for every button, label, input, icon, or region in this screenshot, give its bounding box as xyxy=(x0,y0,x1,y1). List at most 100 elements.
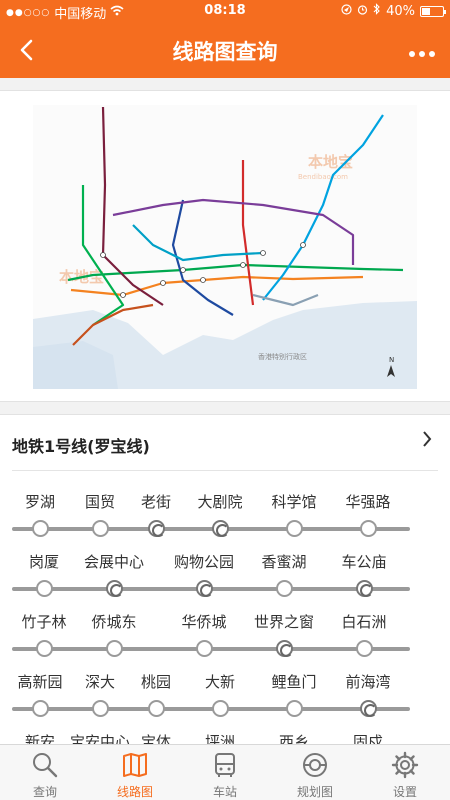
carrier-label: 中国移动 xyxy=(54,7,107,22)
station-dot-icon xyxy=(92,700,109,717)
chevron-right-icon xyxy=(422,429,432,454)
tab-map[interactable]: 线路图 xyxy=(90,745,180,800)
station-name: 大剧院 xyxy=(197,493,243,511)
station-item[interactable]: 高新园 xyxy=(5,671,75,717)
station-item[interactable]: 老街 xyxy=(121,491,191,537)
metro-map-image[interactable]: 本地宝 Bendibao.com 本地宝 香港特别行政区 xyxy=(33,105,417,389)
clock: 08:18 xyxy=(204,3,246,18)
tab-label: 线路图 xyxy=(116,785,153,799)
transfer-station-icon xyxy=(106,580,123,597)
signal-carrier: ●●○○○ 中国移动 xyxy=(6,3,124,22)
station-item[interactable]: 车公庙 xyxy=(329,551,399,597)
back-button[interactable] xyxy=(6,30,46,70)
tab-gear[interactable]: 设置 xyxy=(360,745,450,800)
transfer-station-icon xyxy=(212,520,229,537)
station-dot-icon xyxy=(32,700,49,717)
station-item[interactable]: 前海湾 xyxy=(333,671,403,717)
station-item[interactable]: 罗湖 xyxy=(5,491,75,537)
station-name: 坪洲 xyxy=(204,733,235,744)
map-watermark-url: Bendibao.com xyxy=(298,173,348,181)
station-item[interactable]: 鲤鱼门 xyxy=(259,671,329,717)
station-item[interactable]: 大剧院 xyxy=(185,491,255,537)
station-dot-icon xyxy=(32,520,49,537)
map-hk-label: 香港特别行政区 xyxy=(258,352,307,361)
station-item[interactable]: 新安 xyxy=(5,731,75,744)
station-item[interactable]: 桃园 xyxy=(121,671,191,717)
station-dot-icon xyxy=(196,640,213,657)
station-name: 固戍 xyxy=(352,733,383,744)
station-dot-icon xyxy=(106,640,123,657)
station-item[interactable]: 香蜜湖 xyxy=(249,551,319,597)
station-item[interactable]: 国贸 xyxy=(65,491,135,537)
station-name: 科学馆 xyxy=(271,493,317,511)
station-name: 前海湾 xyxy=(345,673,391,691)
station-name: 深大 xyxy=(84,673,115,691)
tab-label: 查询 xyxy=(32,785,57,799)
back-arrow-icon xyxy=(20,39,33,61)
station-dot-icon xyxy=(360,520,377,537)
tab-label: 规划图 xyxy=(296,785,333,799)
tab-plan[interactable]: 规划图 xyxy=(270,745,360,800)
station-name: 华侨城 xyxy=(181,613,227,631)
station-dot-icon xyxy=(276,580,293,597)
station-item[interactable]: 侨城东 xyxy=(79,611,149,657)
battery-icon xyxy=(420,5,446,17)
search-icon xyxy=(31,751,59,779)
page-title: 线路图查询 xyxy=(172,40,278,64)
svg-text:N: N xyxy=(389,356,394,364)
station-item[interactable]: 世界之窗 xyxy=(249,611,319,657)
location-icon xyxy=(341,3,352,19)
bluetooth-icon xyxy=(373,3,381,19)
station-dot-icon xyxy=(286,700,303,717)
signal-icon: ●●○○○ xyxy=(6,7,51,18)
transfer-station-icon xyxy=(276,640,293,657)
station-item[interactable]: 岗厦 xyxy=(9,551,79,597)
station-name: 西乡 xyxy=(278,733,309,744)
tab-label: 车站 xyxy=(212,785,237,799)
station-item[interactable]: 竹子林 xyxy=(9,611,79,657)
station-item[interactable]: 华强路 xyxy=(333,491,403,537)
more-dots-icon xyxy=(409,51,435,57)
transfer-station-icon xyxy=(360,700,377,717)
map-icon xyxy=(121,751,149,779)
station-item[interactable]: 科学馆 xyxy=(259,491,329,537)
more-button[interactable] xyxy=(402,30,442,70)
tab-bus[interactable]: 车站 xyxy=(180,745,270,800)
station-name: 岗厦 xyxy=(28,553,59,571)
line-track xyxy=(12,527,410,531)
station-name: 白石洲 xyxy=(341,613,387,631)
station-dot-icon xyxy=(36,640,53,657)
station-item[interactable]: 购物公园 xyxy=(169,551,239,597)
transfer-station-icon xyxy=(148,520,165,537)
tab-bar: 查询 线路图 车站 规划图 设置 xyxy=(0,744,450,800)
nav-bar: 线路图查询 xyxy=(0,22,450,78)
station-name: 会展中心 xyxy=(83,553,144,571)
station-item[interactable]: 大新 xyxy=(185,671,255,717)
station-name: 香蜜湖 xyxy=(261,553,307,571)
station-dot-icon xyxy=(212,700,229,717)
station-item[interactable]: 坪洲 xyxy=(185,731,255,744)
station-name: 大新 xyxy=(204,673,235,691)
station-name: 桃园 xyxy=(140,673,171,691)
station-item[interactable]: 华侨城 xyxy=(169,611,239,657)
metro-map-card[interactable]: 本地宝 Bendibao.com 本地宝 香港特别行政区 xyxy=(0,90,450,402)
station-item[interactable]: 会展中心 xyxy=(79,551,149,597)
station-item[interactable]: 白石洲 xyxy=(329,611,399,657)
station-name: 车公庙 xyxy=(341,553,387,571)
tab-label: 设置 xyxy=(392,785,417,799)
station-name: 侨城东 xyxy=(91,613,137,631)
station-item[interactable]: 宝安中心 xyxy=(65,731,135,744)
station-item[interactable]: 西乡 xyxy=(259,731,329,744)
status-bar: ●●○○○ 中国移动 08:18 40% xyxy=(0,0,450,22)
station-name: 华强路 xyxy=(345,493,391,511)
station-item[interactable]: 固戍 xyxy=(333,731,403,744)
tab-search[interactable]: 查询 xyxy=(0,745,90,800)
station-name: 国贸 xyxy=(84,493,115,511)
station-item[interactable]: 宝体 xyxy=(121,731,191,744)
station-name: 竹子林 xyxy=(21,613,67,631)
station-item[interactable]: 深大 xyxy=(65,671,135,717)
line-header[interactable]: 地铁1号线(罗宝线) xyxy=(12,415,438,471)
station-row: 竹子林 侨城东 华侨城 世界之窗 白石洲 xyxy=(10,611,410,657)
station-dot-icon xyxy=(148,700,165,717)
station-row: 罗湖国贸老街大剧院科学馆华强路 xyxy=(10,491,410,537)
